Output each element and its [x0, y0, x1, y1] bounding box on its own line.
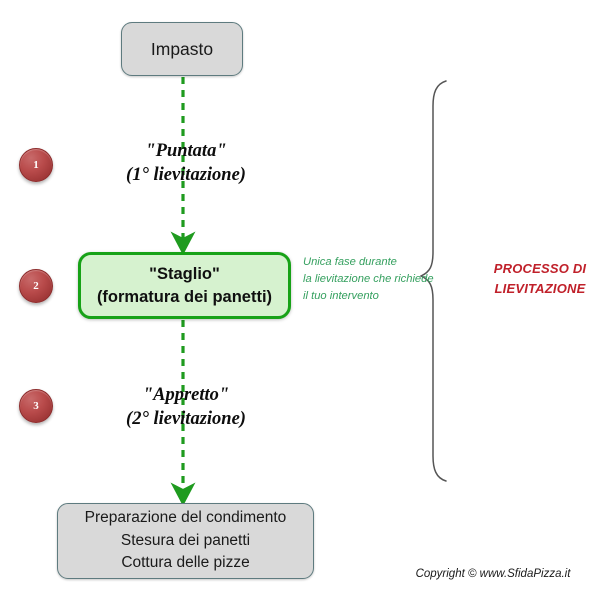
- step-circle-2-number: 2: [33, 280, 39, 292]
- process-label-line2: LIEVITAZIONE: [494, 281, 586, 297]
- copyright-text: Copyright © www.SfidaPizza.it: [415, 568, 571, 580]
- step-circle-3-number: 3: [33, 400, 39, 412]
- step-circle-1[interactable]: 1: [19, 148, 53, 182]
- node-final-steps[interactable]: Preparazione del condimento Stesura dei …: [57, 503, 314, 579]
- process-label: PROCESSO DI LIEVITAZIONE: [484, 259, 596, 299]
- node-final-line2: Stesura dei panetti: [120, 531, 251, 549]
- node-final-line3: Cottura delle pizze: [121, 554, 250, 572]
- step-circle-1-number: 1: [33, 159, 39, 171]
- node-impasto[interactable]: Impasto: [121, 22, 243, 76]
- node-staglio[interactable]: "Staglio" (formatura dei panetti): [78, 252, 291, 319]
- note-staglio-line3: il tuo intervento: [303, 290, 379, 303]
- step-circle-3[interactable]: 3: [19, 389, 53, 423]
- curly-brace: [420, 80, 447, 482]
- stage-label-appretto-line1: "Appretto": [142, 385, 230, 405]
- node-staglio-line2: (formatura dei panetti): [96, 287, 273, 306]
- step-circle-2[interactable]: 2: [19, 269, 53, 303]
- stage-label-appretto-line2: (2° lievitazione): [126, 409, 246, 430]
- note-staglio: Unica fase durante la lievitazione che r…: [303, 254, 439, 305]
- stage-label-puntata-line1: "Puntata": [145, 141, 227, 161]
- stage-label-puntata-line2: (1° lievitazione): [126, 165, 246, 186]
- stage-label-appretto: "Appretto" (2° lievitazione): [104, 383, 268, 431]
- process-label-line1: PROCESSO DI: [493, 261, 587, 276]
- note-staglio-line2: la lievitazione che richiede: [303, 273, 434, 286]
- stage-label-puntata: "Puntata" (1° lievitazione): [104, 139, 268, 187]
- node-staglio-line1: "Staglio": [149, 265, 220, 284]
- node-impasto-label: Impasto: [150, 38, 214, 59]
- note-staglio-line1: Unica fase durante: [303, 256, 397, 268]
- node-final-line1: Preparazione del condimento: [84, 509, 287, 527]
